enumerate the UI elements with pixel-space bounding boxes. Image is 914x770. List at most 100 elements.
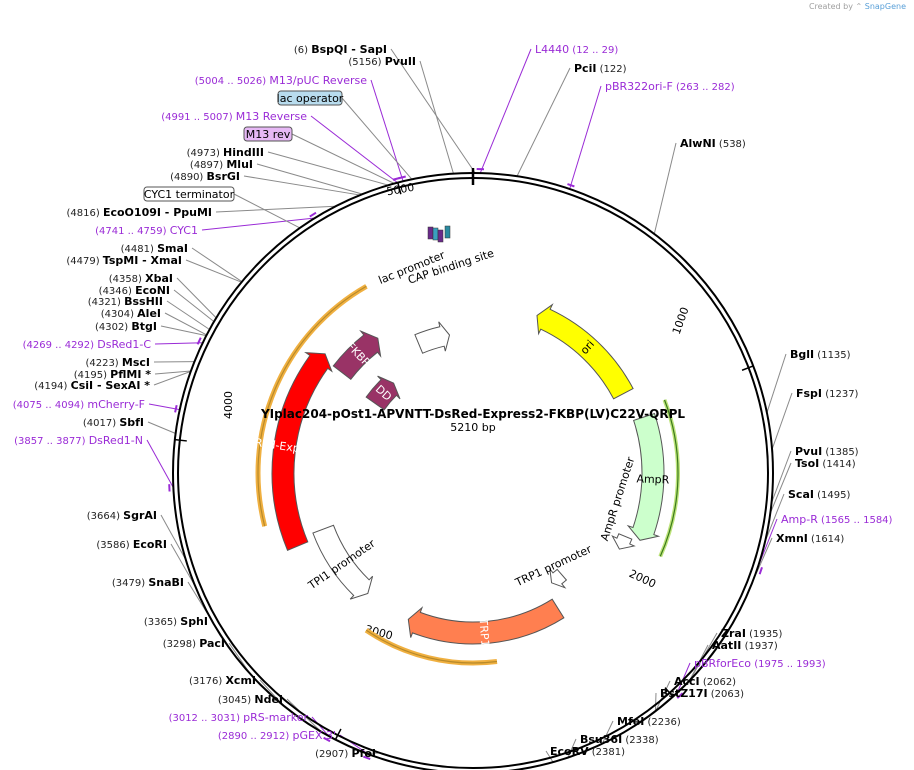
scai-site-label[interactable]: ScaI (1495) [788,488,850,501]
pbrforeco-site-label[interactable]: pBRforEco (1975 .. 1993) [694,657,826,670]
pgex-site-label[interactable]: (2890 .. 2912) pGEX 3' [218,729,336,742]
acci-leader [655,680,671,712]
fkbp-feature[interactable] [332,329,382,381]
tspmi-site-label[interactable]: (4479) TspMI - XmaI [66,254,182,267]
bgli-site-label[interactable]: BglI (1135) [790,348,851,361]
cyc1-site-label[interactable]: (4741 .. 4759) CYC1 [95,224,198,237]
bsrgi-site-label[interactable]: (4890) BsrGI [170,170,240,183]
bsshii-site-label[interactable]: (4321) BssHII [88,295,163,308]
xcmi-site-label[interactable]: (3176) XcmI [189,674,256,687]
acci-site-label[interactable]: AccI (2062) [674,675,736,688]
ecorv-leader [545,750,554,763]
ori-feature[interactable] [536,303,634,400]
prs-site-label[interactable]: (3012 .. 3031) pRS-marker [169,711,309,724]
mfei-site-label[interactable]: MfeI (2236) [617,715,681,728]
zrai-site-label[interactable]: ZraI (1935) [721,627,782,640]
snapgene-credit: Created by ⌃ SnapGene [808,2,906,11]
xmni-site-label[interactable]: XmnI (1614) [776,532,844,545]
pbr322-primer-mark [567,183,575,188]
btgi-site-label[interactable]: (4302) BtgI [95,320,157,333]
scai-leader [764,493,785,543]
pgex-primer-mark [362,755,371,761]
sphi-site-label[interactable]: (3365) SphI [144,615,208,628]
ampr-promoter-feature[interactable] [611,533,636,550]
cyc1-terminator-label: CYC1 terminator [144,188,235,201]
smai-site-label[interactable]: (4481) SmaI [121,242,188,255]
tick-1000 [741,365,754,371]
ndei-site-label[interactable]: (3045) NdeI [218,693,283,706]
sgrai-site-label[interactable]: (3664) SgrAI [87,509,157,522]
tpi1-promoter-feature[interactable] [312,524,374,600]
tick-label-5000: 5000 [385,181,415,199]
lac-operator-label: lac operator [277,92,344,105]
paci-site-label[interactable]: (3298) PacI [163,637,225,650]
mcherry-primer-mark [174,404,178,413]
pbrforeco-leader [676,662,691,693]
fspi-site-label[interactable]: FspI (1237) [796,387,859,400]
alwni-leader [653,142,677,235]
bspqi-site-label[interactable]: (6) BspQI - SapI [294,43,387,56]
ampr-feature[interactable] [626,412,665,541]
m13puc-primer-mark [398,175,406,180]
tsoi-site-label[interactable]: TsoI (1414) [795,457,856,470]
mcherry-leader [148,403,180,411]
mlui-site-label[interactable]: (4897) MluI [190,158,253,171]
ampr-primer-mark [758,566,763,575]
dsred1n-leader [146,439,174,488]
pvui-site-label[interactable]: PvuI (1385) [795,445,859,458]
m13-rev-box[interactable] [243,126,293,142]
trp1-feature[interactable] [407,598,565,645]
pflmi-site-label[interactable]: (4195) PflMI * [74,368,152,381]
dd-feature[interactable] [365,375,401,411]
dsred1c-site-label[interactable]: (4269 .. 4292) DsRed1-C [23,338,152,351]
pfoi-site-label[interactable]: (2907) PfoI [315,747,376,760]
hindiii-site-label[interactable]: (4973) HindIII [187,146,264,159]
xbai-site-label[interactable]: (4358) XbaI [109,272,173,285]
hindiii-leader [267,151,389,186]
box-leader-1 [291,133,395,184]
ecorv-site-label[interactable]: EcoRV (2381) [550,745,625,758]
m13puc-site-label[interactable]: (5004 .. 5026) M13/pUC Reverse [195,74,367,87]
xbai-leader [176,277,217,319]
aatii-site-label[interactable]: AatII (1937) [712,639,778,652]
dsred-feature[interactable] [271,351,333,551]
lac-operator-box[interactable] [277,90,343,106]
pvuii-site-label[interactable]: (5156) PvuII [348,55,416,68]
pcii-site-label[interactable]: PciI (122) [574,62,627,75]
tspmi-leader [185,259,242,283]
mcherry-site-label[interactable]: (4075 .. 4094) mCherry-F [13,398,145,411]
cyc1-primer-mark [309,211,317,218]
bspqi-leader [390,48,476,174]
pvuii-leader [419,60,454,174]
csii-site-label[interactable]: (4194) CsiI - SexAI * [34,379,150,392]
dsred1n-site-label[interactable]: (3857 .. 3877) DsRed1-N [14,434,143,447]
tick-2000 [664,687,674,698]
ampr-site-label[interactable]: Amp-R (1565 .. 1584) [781,513,893,526]
tick-4000 [174,438,187,442]
m13puc-leader [370,79,404,182]
cyc1-leader [201,217,316,231]
operator-block-1 [432,227,439,241]
ecori-site-label[interactable]: (3586) EcoRI [96,538,167,551]
econi-site-label[interactable]: (4346) EcoNI [99,284,170,297]
plasmid-length: 5210 bp [450,421,495,434]
bstz17i-site-label[interactable]: BstZ17I (2063) [660,687,744,700]
eco0109i-site-label[interactable]: (4816) EcoO109I - PpuMI [67,206,212,219]
sbfi-site-label[interactable]: (4017) SbfI [83,416,144,429]
alei-site-label[interactable]: (4304) AleI [101,307,161,320]
m13rev-site-label[interactable]: (4991 .. 5007) M13 Reverse [161,110,307,123]
snabi-site-label[interactable]: (3479) SnaBI [112,576,184,589]
sgrai-leader [160,514,187,561]
bgli-leader [766,353,787,413]
msci-site-label[interactable]: (4223) MscI [85,356,150,369]
lac-promoter-feature[interactable] [414,321,451,354]
tsoi-leader [769,462,792,514]
bsrgi-leader [243,175,361,196]
alwni-site-label[interactable]: AlwNI (538) [680,137,746,150]
l4440-site-label[interactable]: L4440 (12 .. 29) [535,43,618,56]
bsu36i-site-label[interactable]: Bsu36I (2338) [580,733,659,746]
trp1-promoter-feature[interactable] [549,567,568,589]
pbr322-site-label[interactable]: pBR322ori-F (263 .. 282) [605,80,735,93]
cyc1-terminator-box[interactable] [143,186,235,202]
